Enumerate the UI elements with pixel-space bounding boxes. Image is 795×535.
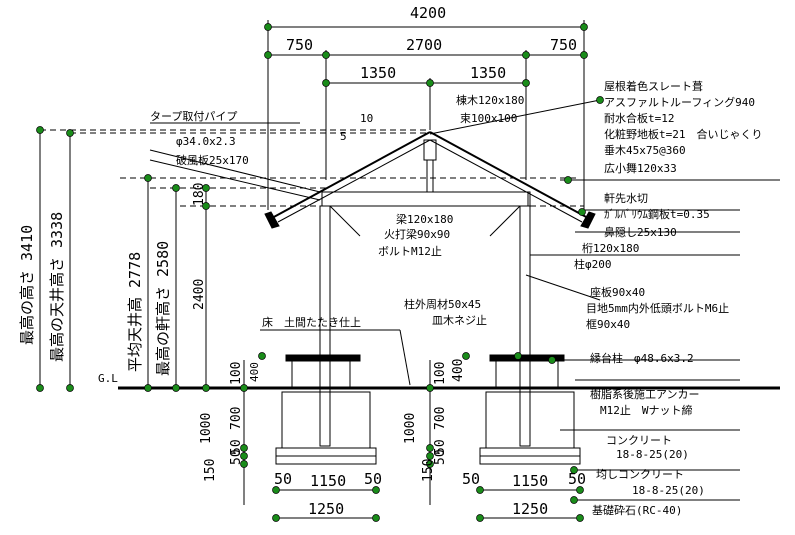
label-tie-beam: 火打梁90x90 <box>384 227 450 241</box>
footing-left <box>281 391 371 449</box>
fr-total: 1250 <box>512 500 548 518</box>
label-roof-slate: 屋根着色スレート葺 <box>604 79 703 93</box>
left-1000: 1000 <box>199 413 214 444</box>
label-pipe-size: φ34.0x2.3 <box>176 135 236 148</box>
label-screw: 皿木ネジ止 <box>432 314 487 327</box>
dim-eave-left: 750 <box>286 36 313 54</box>
label-avg-ceiling: 平均天井高 2778 <box>126 252 144 372</box>
label-sill: 座板90x40 <box>590 285 645 299</box>
label-gravel: 基礎砕石(RC-40) <box>592 503 682 517</box>
label-nose-cover: 鼻隠し25x130 <box>604 225 677 239</box>
label-gl: G.L <box>98 372 118 385</box>
right-1000: 1000 <box>403 413 418 444</box>
label-rafter: 垂木45x75@360 <box>604 144 686 157</box>
label-joint: 目地5mm内外低頭ボルトM6止 <box>586 301 729 315</box>
fl-total: 1250 <box>308 500 344 518</box>
dim-2400: 2400 <box>192 279 207 310</box>
label-strut: 束100x100 <box>460 112 517 125</box>
label-galvalume: ｶﾞﾙﾊﾞﾘｳﾑ鋼板t=0.35 <box>604 207 710 221</box>
left-50a: 50 <box>229 439 244 455</box>
dimension-dots <box>36 23 604 522</box>
dim-half-right: 1350 <box>470 64 506 82</box>
label-bolt: ボルトM12止 <box>378 245 442 258</box>
post-right <box>519 205 531 447</box>
label-post-trim: 柱外周材50x45 <box>404 297 481 311</box>
left-floor-100: 100 <box>229 362 244 385</box>
dim-eave-right: 750 <box>550 36 577 54</box>
right-50a: 50 <box>433 439 448 455</box>
label-anchor1: 樹脂系後施工アンカー <box>590 387 700 401</box>
label-level-spec: 18-8-25(20) <box>632 484 705 497</box>
label-plywood: 耐水合板t=12 <box>604 111 675 125</box>
label-floor: 床 土間たたき仕上 <box>262 315 361 329</box>
label-asphalt: アスファルトルーフィング940 <box>604 95 755 109</box>
dim-half-left: 1350 <box>360 64 396 82</box>
label-ridge: 棟木120x180 <box>456 93 524 107</box>
left-post-400: 400 <box>248 362 261 382</box>
roof <box>271 131 589 223</box>
label-max-height: 最高の高さ 3410 <box>18 225 36 345</box>
label-edge-post: 縁台柱 φ48.6x3.2 <box>590 351 694 365</box>
main-beam <box>321 191 531 207</box>
label-purlin: 桁120x180 <box>582 241 639 255</box>
label-concrete: コンクリート <box>606 434 672 447</box>
label-anchor2: M12止 Wナット締 <box>600 403 693 417</box>
dim-overall: 4200 <box>410 4 446 22</box>
label-concrete-spec: 18-8-25(20) <box>616 448 689 461</box>
dim-center: 2700 <box>406 36 442 54</box>
bench-left <box>285 354 361 362</box>
fr-edge-l: 50 <box>462 470 480 488</box>
ridge-beam <box>423 139 437 161</box>
right-150: 150 <box>421 459 436 482</box>
label-sheathing: 化粧野地板t=21 合いじゃくり <box>604 127 763 141</box>
label-post: 柱φ200 <box>574 257 612 271</box>
left-50b: 50 <box>229 449 244 465</box>
dim-180: 180 <box>192 183 207 206</box>
left-150: 150 <box>203 459 218 482</box>
fl-inner: 1150 <box>310 472 346 490</box>
label-max-eave: 最高の軒高さ 2580 <box>154 241 172 376</box>
right-floor-100: 100 <box>433 362 448 385</box>
slope-run: 5 <box>340 130 347 143</box>
fl-edge-l: 50 <box>274 470 292 488</box>
fr-edge-r: 50 <box>568 470 586 488</box>
fl-edge-r: 50 <box>364 470 382 488</box>
label-beam: 梁120x180 <box>396 212 453 226</box>
right-700: 700 <box>433 407 448 430</box>
right-50b: 50 <box>433 449 448 465</box>
bench-right <box>489 354 565 362</box>
label-max-ceiling: 最高の天井高さ 3338 <box>48 212 66 362</box>
slope-rise: 10 <box>360 112 373 125</box>
label-level-concrete: 均しコンクリート <box>596 468 684 481</box>
left-700: 700 <box>229 407 244 430</box>
label-frame: 框90x40 <box>586 318 630 331</box>
label-eave-drip: 軒先水切 <box>604 192 648 205</box>
label-bargeboard: 破風板25x170 <box>176 153 249 167</box>
fr-inner: 1150 <box>512 472 548 490</box>
label-tarp-pipe: タープ取付パイプ <box>150 110 237 123</box>
right-post-400: 400 <box>451 359 466 382</box>
label-fascia: 広小舞120x33 <box>604 162 677 175</box>
